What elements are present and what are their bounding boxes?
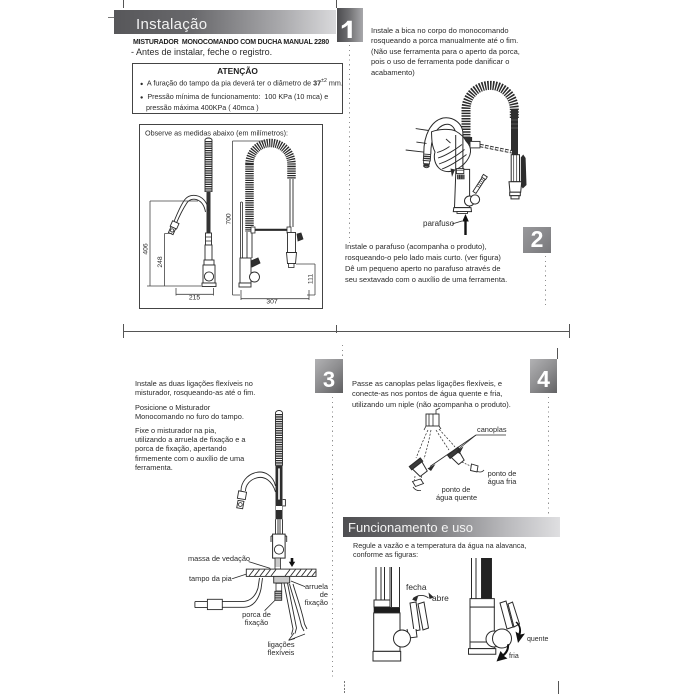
svg-text:307: 307 xyxy=(266,299,278,306)
svg-text:700: 700 xyxy=(226,213,233,225)
svg-text:406: 406 xyxy=(143,243,150,255)
svg-text:111: 111 xyxy=(308,274,315,285)
svg-text:215: 215 xyxy=(189,295,201,302)
svg-text:Observe as medidas abaixo (em: Observe as medidas abaixo (em milímetros… xyxy=(145,129,288,138)
svg-text:248: 248 xyxy=(157,256,164,268)
